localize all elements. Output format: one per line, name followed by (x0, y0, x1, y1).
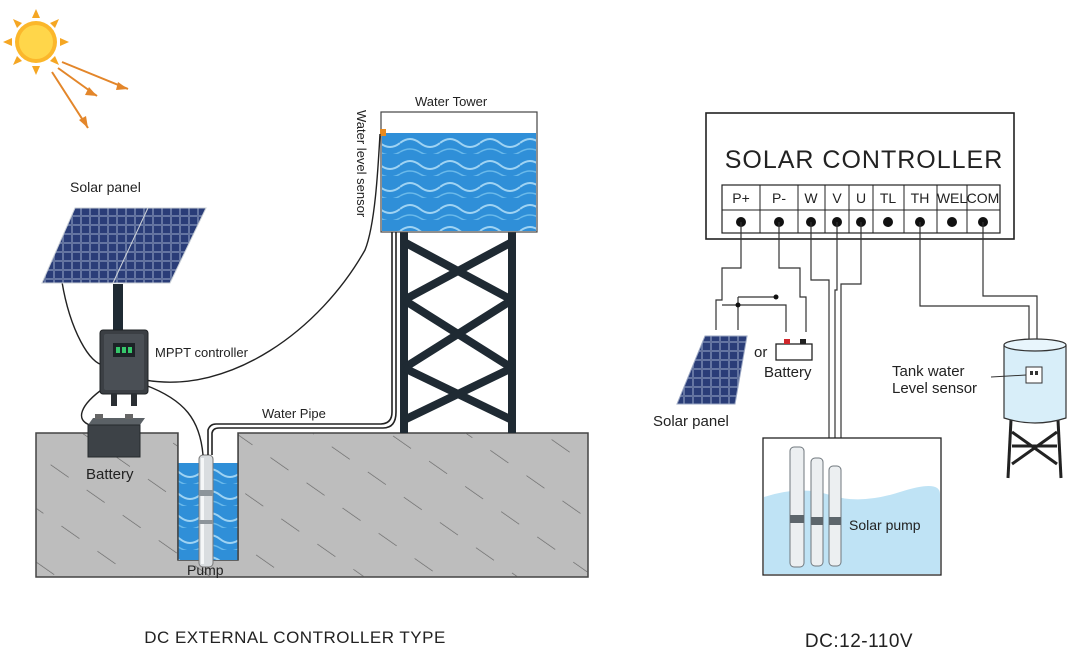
terminal-p-minus: P- (772, 190, 786, 206)
terminal-w: W (804, 190, 818, 206)
terminal-p-plus: P+ (732, 190, 750, 206)
ground (35, 432, 589, 578)
solar-pump-icons (789, 446, 842, 568)
water-pipe-label: Water Pipe (262, 406, 326, 421)
water-tower-label: Water Tower (415, 94, 488, 109)
tank-sensor-label-1: Tank water (892, 363, 965, 380)
terminal-u: U (856, 190, 866, 206)
small-solar-panel-icon (676, 335, 748, 405)
right-caption: DC:12-110V (805, 631, 913, 652)
right-diagram: SOLAR CONTROLLER P+ P- W V U (653, 112, 1067, 652)
solar-controller-box: SOLAR CONTROLLER P+ P- W V U (705, 112, 1015, 240)
solar-pump-label: Solar pump (849, 517, 921, 533)
water-tower-frame (400, 232, 516, 433)
controller-title: SOLAR CONTROLLER (725, 146, 1004, 174)
small-solar-panel-label: Solar panel (653, 413, 729, 430)
terminal-tl: TL (880, 190, 897, 206)
terminal-v: V (832, 190, 842, 206)
level-sensor-icon (380, 129, 386, 136)
controller-wiring (715, 222, 1038, 438)
or-label: or (754, 344, 767, 361)
solar-panel-label: Solar panel (70, 179, 141, 195)
pump-label: Pump (187, 562, 224, 578)
left-caption: DC EXTERNAL CONTROLLER TYPE (144, 628, 446, 647)
level-tank (1003, 338, 1067, 479)
battery-label: Battery (86, 466, 134, 483)
panel-pole (113, 284, 123, 344)
left-diagram: Solar panel MPPT controller Battery Pump… (3, 9, 589, 647)
wiring (61, 133, 381, 456)
sun-icon (3, 9, 129, 129)
mppt-controller-label: MPPT controller (155, 345, 249, 360)
pump-icon (198, 454, 214, 568)
mppt-controller-icon (99, 329, 149, 406)
battery-icon (87, 414, 145, 458)
battery-label-right: Battery (764, 364, 812, 381)
terminal-com: COM (967, 190, 1000, 206)
water-level-sensor-label: Water level sensor (354, 110, 369, 218)
tank-sensor-label-2: Level sensor (892, 380, 977, 397)
water-tower-tank (380, 111, 538, 233)
solar-panel-icon (41, 207, 207, 284)
terminal-th: TH (911, 190, 930, 206)
small-battery-icon (775, 339, 813, 361)
water-pipe (207, 232, 397, 455)
terminal-wel: WEL (937, 190, 968, 206)
